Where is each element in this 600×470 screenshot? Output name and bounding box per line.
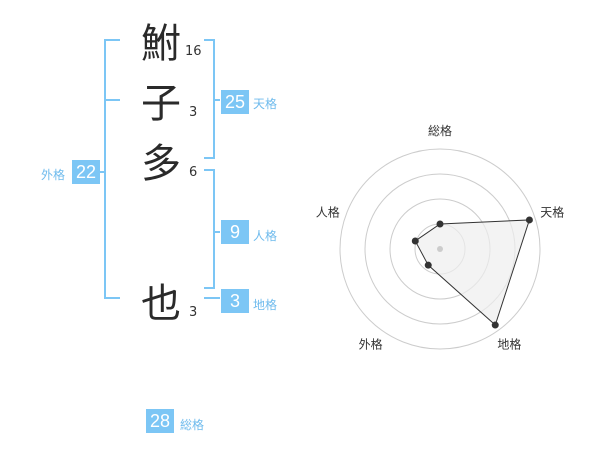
chikaku-label: 地格 (253, 298, 278, 312)
radar-point-0 (436, 220, 444, 228)
tenkaku-badge: 25 (221, 90, 249, 114)
radar-point-3 (424, 261, 432, 269)
char-4: 也 (141, 281, 181, 327)
jinkaku-badge: 9 (221, 220, 249, 244)
radar-area (414, 219, 531, 326)
radar-ring-4 (339, 148, 541, 350)
gaikaku-label: 外格 (41, 168, 66, 182)
radar-center (437, 246, 443, 252)
chikaku-badge: 3 (221, 289, 249, 313)
radar-axis-label-2: 地格 (497, 336, 521, 351)
gaikaku-badge: 22 (72, 160, 100, 184)
tenkaku-bracket (204, 39, 215, 159)
radar-axis-label-3: 外格 (359, 336, 383, 351)
soukaku-badge: 28 (146, 409, 174, 433)
char-3: 多 (141, 141, 181, 187)
radar-axis-label-4: 人格 (316, 205, 340, 220)
radar-point-4 (411, 237, 419, 245)
radar-point-2 (491, 321, 499, 329)
char-2: 子 (141, 81, 181, 127)
char-4-strokes: 3 (189, 305, 198, 320)
radar-axis-label-1: 天格 (540, 205, 564, 220)
char-1-strokes: 16 (185, 44, 202, 59)
jinkaku-bracket (204, 169, 215, 289)
char-2-strokes: 3 (189, 105, 198, 120)
char-3-strokes: 6 (189, 165, 198, 180)
char-1: 鮒 (141, 21, 181, 67)
jinkaku-label: 人格 (253, 229, 278, 243)
radar-point-1 (525, 216, 533, 224)
soukaku-label: 総格 (180, 418, 205, 432)
tenkaku-label: 天格 (253, 97, 278, 111)
radar-axis-label-0: 総格 (428, 123, 452, 138)
gaikaku-bracket (104, 39, 120, 299)
